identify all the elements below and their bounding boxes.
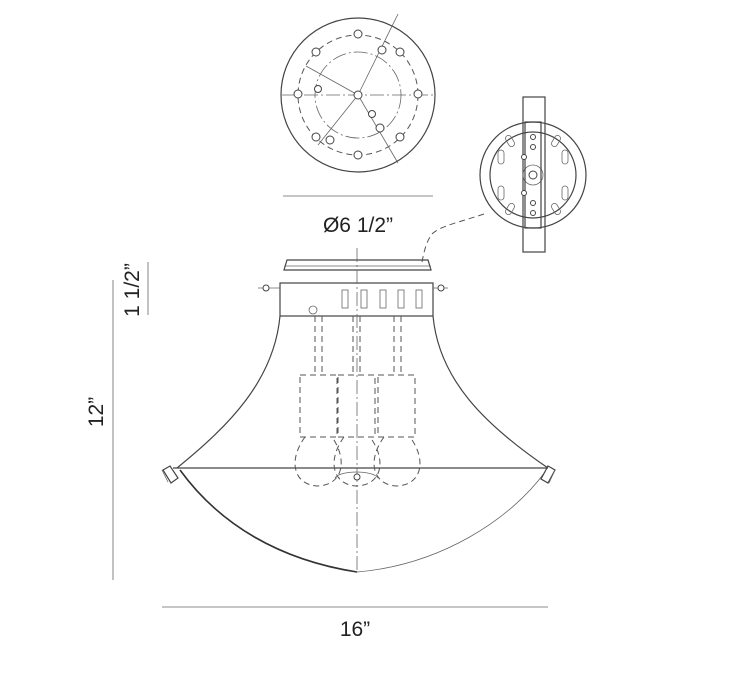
crossbar-detail-view <box>421 96 587 263</box>
canopy-height-label: 1 1/2” <box>121 263 144 317</box>
overall-width-dimension: 16” <box>162 606 548 641</box>
canopy-height-dimension: 1 1/2” <box>121 262 149 317</box>
canopy-diameter-label: Ø6 1/2” <box>323 214 393 237</box>
fixture-side-view <box>161 248 556 573</box>
overall-height-label: 12” <box>85 397 108 427</box>
canopy-diameter-dimension: Ø6 1/2” <box>283 195 433 237</box>
overall-height-dimension: 12” <box>85 280 114 580</box>
overall-width-label: 16” <box>340 618 370 641</box>
canopy-top-view <box>280 13 436 173</box>
